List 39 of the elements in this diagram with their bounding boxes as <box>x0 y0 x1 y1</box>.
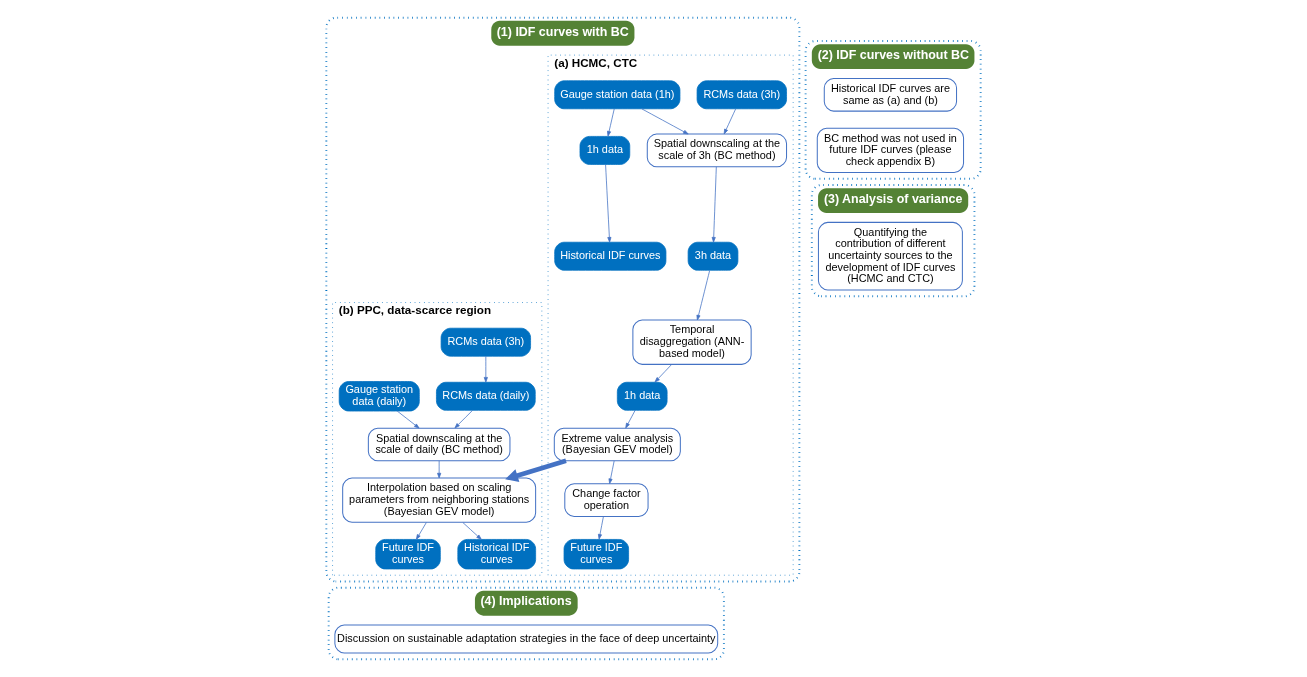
node-box: Interpolation based on scaling parameters from neighboring stations (Bayesian GEV model) <box>342 477 537 523</box>
arrow <box>396 410 420 429</box>
node-box: RCMs data (3h) <box>440 327 531 357</box>
node-box: Historical IDF curves <box>554 241 667 271</box>
node-box: Spatial downscaling at the scale of 3h (BC method) <box>646 133 788 168</box>
node-box: Historical IDF curves are same as (a) and (b) <box>823 77 958 112</box>
node-box: Temporal disaggregation (ANN-based model) <box>632 319 752 365</box>
node-box: Quantifying the contribution of different uncertainty sources to the development of IDF curves (HCMC and CTC) <box>817 221 963 291</box>
node-box: BC method was not used in future IDF curves (please check appendix B) <box>816 127 965 174</box>
node-box: Spatial downscaling at the scale of daily (BC method) <box>367 427 511 462</box>
arrow <box>723 108 737 135</box>
node-box: Gauge station data (1h) <box>554 80 681 110</box>
arrow <box>505 458 567 483</box>
node-box: Future IDF curves <box>563 539 629 570</box>
arrow <box>483 355 488 383</box>
node-box: Discussion on sustainable adaptation strategies in the face of deep uncertainty <box>334 624 719 654</box>
arrow <box>416 522 427 540</box>
node-box: RCMs data (daily) <box>436 381 536 411</box>
node-box: Extreme value analysis (Bayesian GEV model) <box>553 427 681 462</box>
node-box: 1h data <box>579 136 631 165</box>
arrow <box>654 364 672 383</box>
node-box: RCMs data (3h) <box>696 80 787 110</box>
arrow <box>454 409 473 429</box>
arrow <box>608 460 615 484</box>
arrow <box>641 108 689 135</box>
arrow <box>597 516 604 540</box>
node-box: Change factor operation <box>564 483 649 517</box>
node-box: 3h data <box>687 241 739 271</box>
arrow <box>437 460 442 479</box>
arrow <box>625 409 636 429</box>
node-box: Historical IDF curves <box>457 539 536 570</box>
arrow <box>696 270 711 321</box>
arrow <box>607 108 615 137</box>
arrow <box>711 166 717 243</box>
node-box: Future IDF curves <box>375 539 441 570</box>
arrow <box>462 522 482 540</box>
node-box: 1h data <box>616 381 668 411</box>
node-box: Gauge station data (daily) <box>338 381 420 412</box>
arrow <box>605 164 612 243</box>
